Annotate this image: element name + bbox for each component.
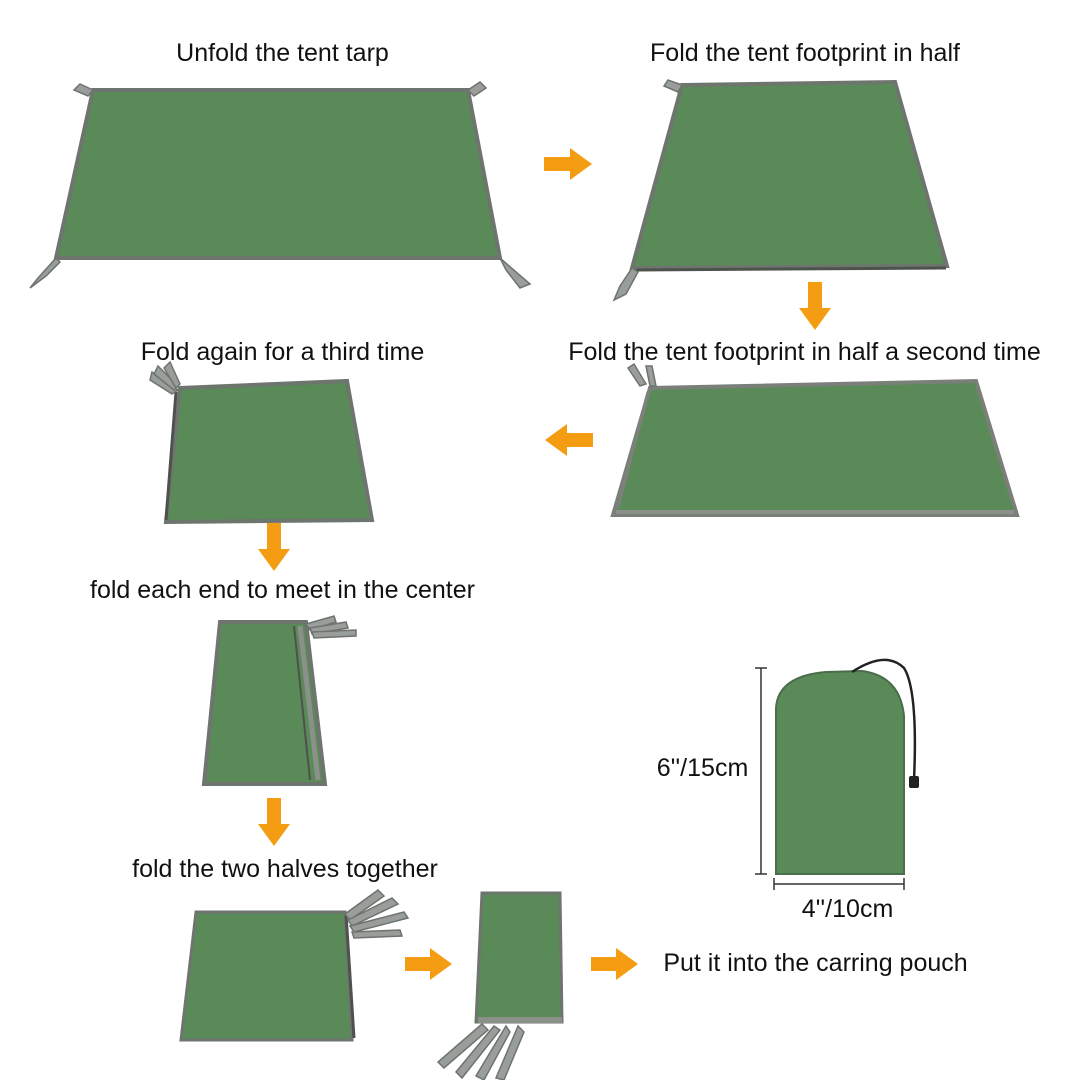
height-dimension-line <box>755 667 767 875</box>
step-fold-third-caption: Fold again for a third time <box>140 338 425 366</box>
tarp-folded-together-illustration <box>436 891 564 1080</box>
tarp-folded-third-illustration <box>149 360 375 525</box>
tarp-folded-half-illustration <box>612 79 950 302</box>
arrow-right-icon <box>405 948 452 980</box>
carrying-pouch-illustration <box>775 658 919 875</box>
step-fold-halves-caption: fold the two halves together <box>132 855 438 883</box>
arrow-down-icon <box>258 798 290 846</box>
tarp-unfolded-illustration <box>29 81 532 289</box>
step-unfold-caption: Unfold the tent tarp <box>176 39 389 67</box>
width-dimension-line <box>773 878 905 890</box>
arrow-right-icon <box>591 948 638 980</box>
tarp-ends-to-center-illustration <box>201 615 357 786</box>
step-pouch-caption: Put it into the carring pouch <box>663 949 968 977</box>
tarp-folded-half-second-illustration <box>610 362 1020 517</box>
step-fold-half-caption: Fold the tent footprint in half <box>650 39 960 67</box>
arrow-right-icon <box>544 148 592 180</box>
arrow-left-icon <box>545 424 593 456</box>
arrow-down-icon <box>258 523 290 571</box>
pouch-width-label: 4''/10cm <box>801 895 894 923</box>
stake-loop-icon <box>29 81 532 289</box>
tarp-halves-illustration <box>179 889 410 1042</box>
step-fold-half-second-caption: Fold the tent footprint in half a second… <box>568 338 1041 366</box>
step-fold-ends-caption: fold each end to meet in the center <box>90 576 475 604</box>
arrow-down-icon <box>799 282 831 330</box>
pouch-height-label: 6''/15cm <box>656 754 749 782</box>
